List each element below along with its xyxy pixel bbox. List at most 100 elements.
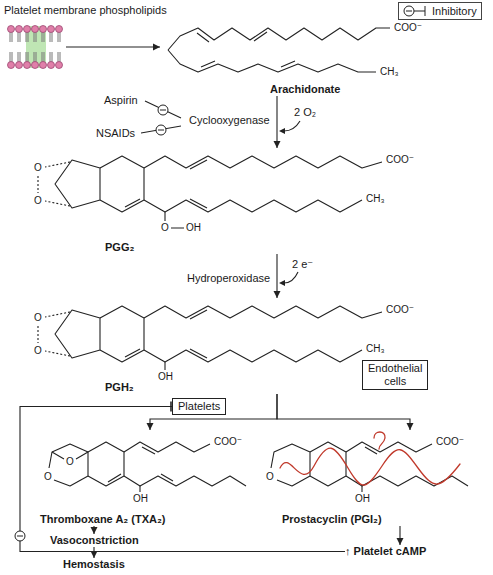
membrane-bilayer [56, 62, 63, 69]
effect-text: ↑ Platelet cAMP [345, 545, 426, 558]
cofactor-arrows [284, 272, 298, 283]
pgg2-structure [144, 156, 382, 168]
pgh2-structure [125, 349, 140, 357]
membrane-bilayer [48, 26, 55, 33]
atom-label: OH [133, 493, 148, 505]
txa2-structure [142, 447, 155, 454]
atom-label: COO⁻ [386, 154, 414, 166]
cell-box: Platelets [172, 398, 226, 415]
arrow-head [91, 527, 98, 534]
pgi2-structure [346, 442, 432, 452]
pgh2-structure [144, 350, 362, 362]
arrow-head [147, 423, 154, 430]
connector [91, 547, 98, 558]
membrane-bilayer [10, 52, 60, 62]
effect-text: Vasoconstriction [50, 534, 139, 547]
pgg2-structure [190, 199, 207, 208]
node-label: Hemostasis [63, 558, 125, 571]
node-label: Vasoconstriction [50, 534, 139, 547]
node-label: Platelet membrane phospholipids [4, 4, 167, 17]
node-label: Thromboxane A₂ (TXA₂) [40, 513, 165, 526]
atom-label: CH₃ [380, 66, 399, 78]
reagent-label: 2 O₂ [294, 106, 316, 118]
node-label: Prostacyclin (PGI₂) [282, 513, 382, 526]
pgi2-structure [361, 486, 362, 492]
membrane-bilayer [32, 62, 39, 69]
enzyme-label: Hydroperoxidase [187, 272, 270, 285]
atom-label: COO⁻ [436, 436, 464, 448]
arrow-head [274, 291, 281, 298]
pgi2-structure [365, 447, 377, 454]
txa2-structure [88, 442, 124, 486]
atom-label: CH₃ [366, 343, 385, 355]
arachidonate-structure [201, 61, 295, 67]
node-label: Platelets [178, 400, 220, 413]
arrow-head [274, 141, 281, 148]
pgh2-structure [190, 349, 207, 358]
inhibition-legend-symbol [406, 6, 425, 16]
atom-label: O [34, 162, 42, 174]
inhibition-symbol [160, 110, 166, 111]
pgi2-structure [271, 442, 468, 492]
pgh2-structure [164, 362, 165, 370]
atom-label: COO⁻ [214, 436, 242, 448]
node-label: Arachidonate [270, 83, 340, 96]
membrane-bilayer [8, 26, 15, 33]
membrane-bilayer [16, 26, 23, 33]
pgh2-structure [144, 306, 382, 318]
pgg2-structure [38, 162, 70, 206]
cofactor-arrows [284, 121, 300, 131]
pgg2-structure [100, 156, 144, 212]
connector [91, 526, 98, 534]
red-scribble [280, 448, 460, 485]
cofactor-arrows [279, 280, 285, 286]
txa2-structure [124, 442, 210, 452]
atom-label: COO⁻ [386, 304, 414, 316]
pgh2-structure [55, 310, 100, 358]
inhibition-legend-symbol [403, 4, 429, 18]
arachidonate-structure [168, 28, 390, 50]
inhibition-symbol [158, 130, 164, 131]
connector [147, 394, 278, 430]
membrane-bilayer [24, 62, 31, 69]
effect-text: Hemostasis [63, 558, 125, 571]
membrane-bilayer [56, 26, 63, 33]
atom-label: O [266, 471, 274, 483]
inhibition-symbol [17, 536, 23, 537]
membrane-bilayer [8, 26, 63, 69]
pgg2-structure [55, 160, 100, 208]
legend: Inhibitory [398, 2, 482, 20]
connector [274, 254, 281, 298]
cell-box: Endothelial cells [362, 360, 428, 390]
pgg2-structure [144, 200, 362, 212]
atom-label: O [161, 222, 169, 234]
inhibition-symbol [15, 105, 168, 541]
connector [66, 44, 160, 51]
connector [397, 526, 404, 545]
pgg2-structure [190, 160, 207, 169]
inhibition-symbol [15, 531, 25, 541]
molecule-node: PGG₂ [30, 148, 405, 254]
pgh2-structure [38, 306, 382, 370]
pgh2-structure [100, 306, 144, 362]
red-scribble [374, 432, 385, 449]
txa2-structure [108, 474, 121, 482]
arachidonate-structure [168, 50, 376, 72]
membrane-bilayer [40, 26, 47, 33]
txa2-structure [161, 474, 173, 481]
enzyme-label: Cyclooxygenase [189, 114, 270, 127]
arrow-head [407, 423, 414, 430]
connector-line [277, 394, 410, 430]
arachidonate-structure [197, 32, 267, 42]
pgg2-structure [125, 199, 140, 207]
membrane-bilayer [40, 62, 47, 69]
pgh2-structure [38, 312, 70, 356]
atom-label: OH [355, 493, 370, 505]
membrane-bilayer [10, 32, 60, 62]
node-label: PGH₂ [105, 381, 134, 394]
arrow-head [397, 538, 404, 545]
arrow-head [153, 44, 160, 51]
connector [277, 394, 414, 430]
pgh2-structure [190, 310, 207, 319]
